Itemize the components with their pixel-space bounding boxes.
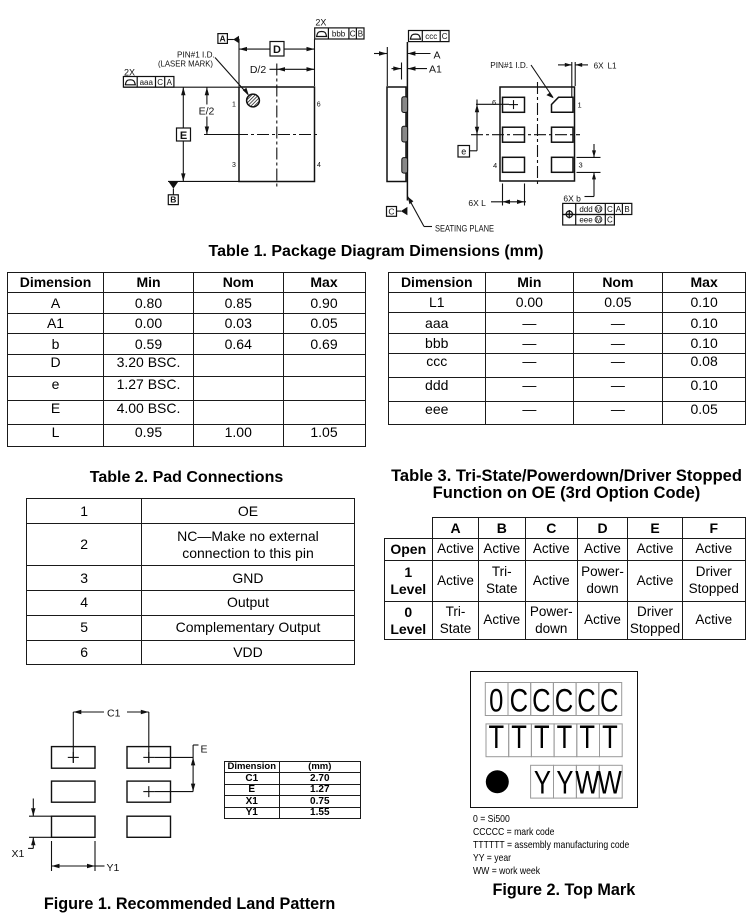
svg-text:C: C — [555, 683, 573, 718]
svg-text:C: C — [607, 205, 613, 214]
svg-text:0: 0 — [489, 683, 503, 718]
svg-text:C: C — [600, 683, 618, 718]
svg-text:6: 6 — [492, 98, 496, 107]
svg-text:D/2: D/2 — [250, 64, 267, 76]
svg-text:3: 3 — [579, 161, 583, 170]
svg-text:(LASER MARK): (LASER MARK) — [158, 60, 213, 69]
svg-text:4: 4 — [317, 162, 321, 169]
svg-text:1: 1 — [578, 101, 582, 110]
svg-text:3: 3 — [232, 162, 236, 169]
svg-text:T: T — [489, 720, 505, 755]
svg-text:PIN#1 I.D.: PIN#1 I.D. — [490, 61, 528, 70]
svg-text:aaa: aaa — [140, 78, 154, 87]
svg-text:B: B — [624, 205, 629, 214]
svg-text:PIN#1 I.D.: PIN#1 I.D. — [177, 51, 215, 60]
svg-text:E: E — [201, 744, 208, 756]
svg-text:C: C — [577, 683, 595, 718]
svg-text:T: T — [579, 720, 595, 755]
svg-text:A: A — [616, 205, 622, 214]
svg-text:6X L: 6X L — [468, 198, 486, 208]
svg-text:C: C — [157, 78, 163, 87]
svg-text:C: C — [532, 683, 550, 718]
svg-text:e: e — [461, 147, 466, 157]
svg-text:A1: A1 — [429, 64, 442, 76]
svg-text:C: C — [350, 30, 356, 39]
svg-text:E: E — [180, 130, 187, 142]
svg-text:W: W — [598, 766, 623, 801]
svg-text:4: 4 — [493, 161, 497, 170]
svg-text:C1: C1 — [107, 708, 121, 720]
svg-text:ccc: ccc — [425, 32, 437, 41]
svg-text:A: A — [434, 50, 441, 62]
svg-text:D: D — [273, 44, 281, 56]
svg-text:SEATING PLANE: SEATING PLANE — [435, 224, 494, 234]
svg-text:Y: Y — [556, 766, 573, 801]
svg-text:2X: 2X — [315, 18, 326, 28]
svg-text:6: 6 — [317, 102, 321, 109]
svg-text:M: M — [596, 218, 601, 224]
svg-text:6X L1: 6X L1 — [594, 60, 617, 70]
svg-text:W: W — [575, 766, 600, 801]
svg-text:2X: 2X — [124, 68, 135, 78]
svg-text:1: 1 — [232, 102, 236, 109]
svg-text:C: C — [510, 683, 528, 718]
svg-text:B: B — [170, 195, 176, 205]
svg-text:6X b: 6X b — [563, 193, 581, 203]
svg-text:ddd: ddd — [579, 205, 592, 214]
svg-text:M: M — [596, 208, 601, 214]
svg-text:C: C — [388, 207, 394, 217]
svg-text:bbb: bbb — [332, 30, 346, 39]
svg-text:T: T — [534, 720, 550, 755]
svg-text:E/2: E/2 — [199, 106, 215, 118]
svg-text:T: T — [602, 720, 618, 755]
svg-text:C: C — [442, 32, 448, 41]
svg-text:eee: eee — [579, 216, 593, 225]
svg-text:Y1: Y1 — [107, 862, 120, 874]
svg-text:A: A — [220, 34, 226, 44]
svg-text:T: T — [511, 720, 527, 755]
svg-text:X1: X1 — [12, 848, 25, 860]
svg-text:B: B — [358, 30, 363, 39]
svg-text:C: C — [607, 216, 613, 225]
svg-text:A: A — [167, 78, 173, 87]
svg-text:Y: Y — [534, 766, 551, 801]
svg-text:T: T — [557, 720, 573, 755]
